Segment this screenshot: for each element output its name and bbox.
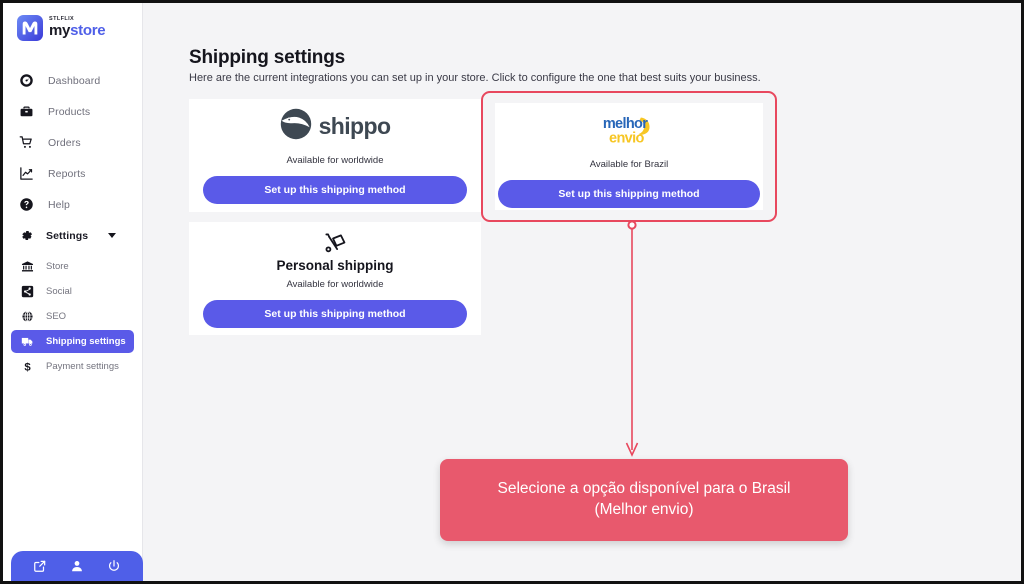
sidebar-item-settings[interactable]: Settings: [3, 220, 142, 251]
sidebar-item-dashboard[interactable]: Dashboard: [3, 65, 142, 96]
sidebar-subitem-label: Social: [46, 286, 72, 297]
external-link-icon[interactable]: [33, 559, 47, 573]
main-content: Shipping settings Here are the current i…: [143, 3, 1021, 581]
question-circle-icon: [19, 197, 34, 212]
user-icon[interactable]: [70, 559, 84, 573]
sidebar-item-label: Dashboard: [48, 74, 101, 87]
chart-line-icon: [19, 166, 34, 181]
chevron-down-icon[interactable]: [108, 233, 117, 238]
settings-subnav: Store Social SEO: [3, 255, 142, 378]
power-icon[interactable]: [107, 559, 121, 573]
main-navigation: Dashboard Products Orders Reports: [3, 65, 142, 378]
sidebar-item-reports[interactable]: Reports: [3, 158, 142, 189]
setup-shipping-method-button-shippo[interactable]: Set up this shipping method: [203, 176, 467, 204]
dolly-icon: [323, 226, 348, 260]
shipping-card-shippo[interactable]: shippo Available for worldwide Set up th…: [189, 99, 481, 212]
brand-name: mystore: [49, 22, 106, 40]
sidebar-bottom-actions: [11, 551, 143, 581]
speedometer-icon: [19, 73, 34, 88]
shipping-card-name: Personal shipping: [276, 258, 394, 273]
shipping-card-melhor-envio[interactable]: melhor envio Available for Brazil Set up…: [495, 103, 763, 210]
bank-icon: [21, 260, 34, 273]
shipping-card-availability: Available for worldwide: [286, 155, 384, 166]
shipping-card-availability: Available for worldwide: [286, 279, 384, 290]
sidebar-item-label: Products: [48, 105, 91, 118]
shopping-cart-icon: [19, 135, 34, 150]
sidebar-item-label: Settings: [46, 229, 89, 242]
svg-text:$: $: [24, 362, 31, 373]
sidebar-item-products[interactable]: Products: [3, 96, 142, 127]
sidebar-subitem-label: Payment settings: [46, 361, 119, 372]
sidebar-subitem-label: Store: [46, 261, 69, 272]
sidebar-item-orders[interactable]: Orders: [3, 127, 142, 158]
shipping-card-personal-shipping[interactable]: Personal shipping Available for worldwid…: [189, 222, 481, 335]
mystore-m-icon: [17, 15, 43, 41]
annotation-callout: Selecione a opção disponível para o Bras…: [440, 459, 848, 541]
sidebar: STLFLIX mystore Dashboard Products: [3, 3, 143, 581]
sidebar-item-payment-settings[interactable]: $ Payment settings: [11, 355, 134, 378]
sidebar-item-label: Orders: [48, 136, 81, 149]
shippo-logo: shippo: [280, 103, 391, 149]
sidebar-item-help[interactable]: Help: [3, 189, 142, 220]
page-title: Shipping settings: [189, 47, 345, 68]
briefcase-icon: [19, 104, 34, 119]
truck-icon: [21, 335, 34, 348]
sidebar-subitem-label: SEO: [46, 311, 67, 322]
sidebar-item-label: Help: [48, 198, 70, 211]
setup-shipping-method-button-melhor-envio[interactable]: Set up this shipping method: [498, 180, 760, 208]
page-subtitle: Here are the current integrations you ca…: [189, 72, 761, 84]
brand-name-my: my: [49, 22, 71, 40]
sidebar-subitem-label: Shipping settings: [46, 336, 126, 347]
annotation-callout-text: Selecione a opção disponível para o Bras…: [497, 480, 791, 518]
brand-superscript: STLFLIX: [49, 15, 75, 22]
svg-text:envio: envio: [609, 131, 644, 147]
melhor-envio-logo: melhor envio: [596, 107, 662, 153]
sidebar-item-seo[interactable]: SEO: [11, 305, 134, 328]
brand-name-store: store: [70, 22, 106, 40]
sidebar-item-store[interactable]: Store: [11, 255, 134, 278]
setup-shipping-method-button-personal[interactable]: Set up this shipping method: [203, 300, 467, 328]
sidebar-item-shipping-settings[interactable]: Shipping settings: [11, 330, 134, 353]
gear-icon: [19, 228, 34, 243]
sidebar-item-social[interactable]: Social: [11, 280, 134, 303]
dollar-icon: $: [21, 360, 34, 373]
svg-text:melhor: melhor: [603, 116, 648, 132]
highlight-box-melhor-envio: [481, 91, 777, 222]
shipping-card-availability: Available for Brazil: [589, 159, 669, 170]
shippo-hippo-icon: [280, 108, 312, 145]
share-icon: [21, 285, 34, 298]
brand-logo[interactable]: STLFLIX mystore: [3, 3, 142, 45]
globe-icon: [21, 310, 34, 323]
sidebar-item-label: Reports: [48, 167, 86, 180]
brand-text: STLFLIX mystore: [49, 15, 106, 40]
shippo-wordmark: shippo: [318, 112, 391, 139]
